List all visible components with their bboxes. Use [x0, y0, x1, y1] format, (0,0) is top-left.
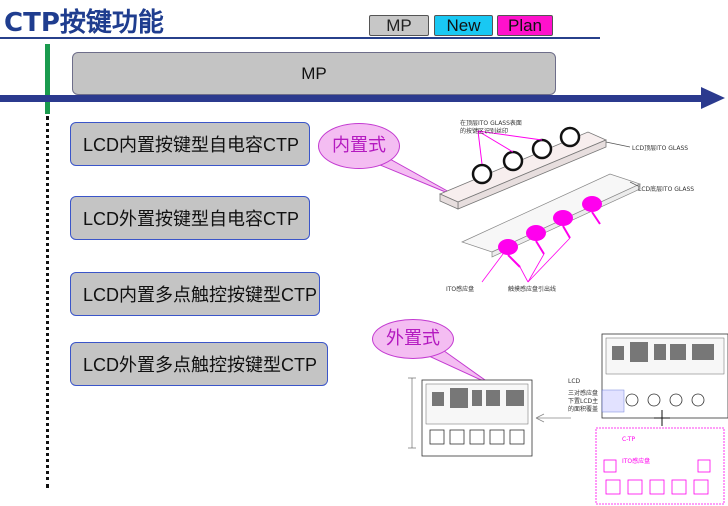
callout-inner: 内置式	[318, 123, 400, 169]
mp-stage-box[interactable]: MP	[72, 52, 556, 95]
lcd-label: LCD	[568, 378, 581, 385]
outcell-key-diagram	[408, 333, 728, 505]
timeline-dotted-guide	[46, 116, 49, 488]
timeline-arrow-shaft	[0, 95, 702, 102]
feature-box-3[interactable]: LCD内置多点触控按键型CTP	[70, 272, 320, 316]
timeline-arrow-head	[701, 87, 725, 109]
note-line-1: 在顶层ITO GLASS表面	[460, 120, 522, 127]
note-line-2: 的按键区识别丝印	[460, 128, 509, 135]
feature-box-2[interactable]: LCD外置按键型自电容CTP	[70, 196, 310, 240]
page-title: CTP按键功能	[4, 8, 164, 38]
top-glass-label: LCD顶层ITO GLASS	[632, 145, 689, 152]
legend-plan: Plan	[497, 15, 553, 36]
bottom-note-2: 下置LCD主	[568, 398, 599, 405]
bottom-note-1: 三对感应盘	[568, 390, 599, 397]
feature-box-4[interactable]: LCD外置多点触控按键型CTP	[70, 342, 328, 386]
timeline-start-marker	[45, 44, 50, 114]
legend-mp: MP	[369, 15, 429, 36]
bottom-glass-label: LCD底层ITO GLASS	[638, 186, 695, 193]
feature-box-1[interactable]: LCD内置按键型自电容CTP	[70, 122, 310, 166]
incell-key-diagram	[438, 126, 641, 283]
title-underline	[0, 37, 600, 39]
lead-label: 触摸感应盘引出线	[508, 286, 557, 293]
ctp-label: C-TP	[622, 436, 636, 443]
ctp-pad-label: ITO感应盘	[622, 458, 651, 465]
pad-label: ITO感应盘	[446, 286, 475, 293]
callout-outer: 外置式	[372, 319, 454, 359]
legend-new: New	[434, 15, 493, 36]
bottom-note-3: 的面积覆盖	[568, 406, 599, 413]
